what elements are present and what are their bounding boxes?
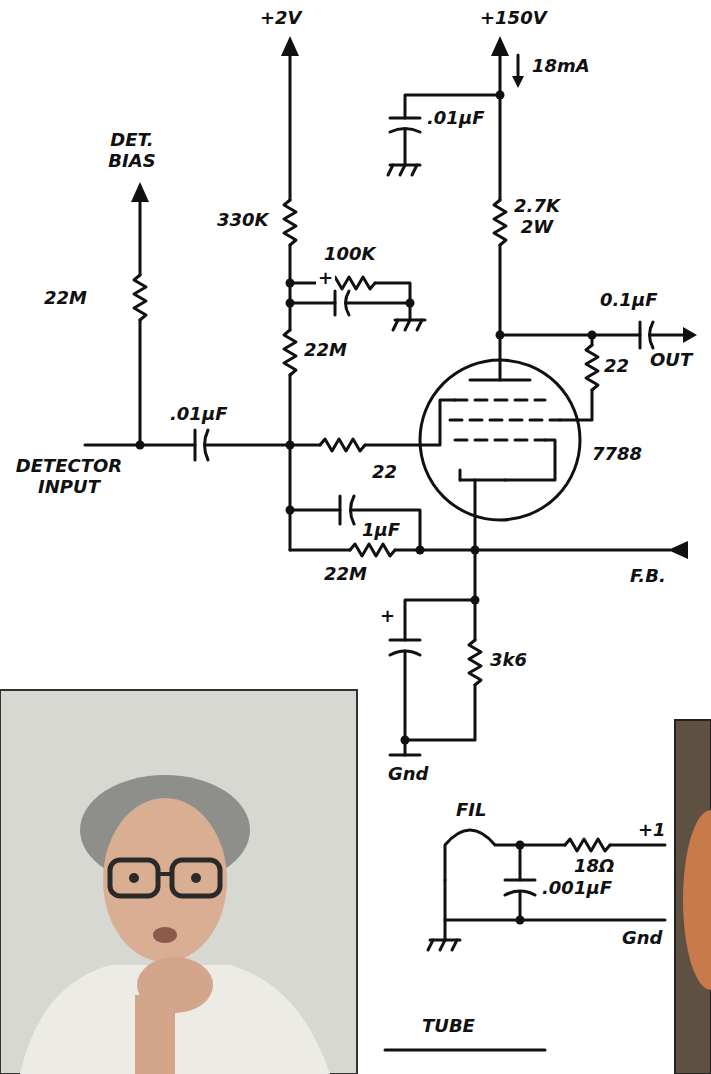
supply-voltage: +1	[636, 820, 668, 841]
ground-label: Gnd	[620, 928, 664, 949]
supply-voltage: +150V	[478, 8, 549, 29]
second-photo	[675, 720, 711, 1074]
resistor-value: 22M	[302, 340, 349, 361]
resistor-value: 22	[370, 462, 399, 483]
portrait-photo	[0, 690, 357, 1074]
signal-name: DET. BIAS	[100, 130, 164, 171]
polarity-mark: +	[378, 606, 397, 627]
resistor-value: 2.7K 2W	[508, 196, 566, 237]
wires	[85, 48, 685, 1050]
resistor-value: 3k6	[488, 650, 529, 671]
capacitor-value: 0.1µF	[598, 290, 659, 311]
resistor-value: 330K	[215, 210, 271, 231]
resistor-value: 100K	[322, 244, 378, 265]
ground-label: Gnd	[386, 764, 430, 785]
tube-type: 7788	[590, 444, 644, 465]
signal-name: OUT	[648, 350, 694, 371]
supply-voltage: +2V	[258, 8, 304, 29]
resistor-value: 18Ω	[572, 856, 616, 877]
resistor-value: 22	[602, 356, 631, 377]
signal-name: DETECTOR INPUT	[8, 456, 130, 497]
signal-name: F.B.	[628, 566, 668, 587]
capacitor-value: 1µF	[360, 520, 402, 541]
capacitor-value: .01µF	[168, 404, 229, 425]
heading-text: TUBE	[420, 1016, 477, 1037]
resistor-value: 22M	[42, 288, 89, 309]
resistor-value: 22M	[322, 564, 369, 585]
polarity-mark: +	[316, 268, 335, 289]
current-note: 18mA	[530, 56, 592, 77]
filament-label: FIL	[454, 800, 488, 821]
capacitor-value: .001µF	[540, 878, 614, 899]
capacitor-value: .01µF	[425, 108, 486, 129]
